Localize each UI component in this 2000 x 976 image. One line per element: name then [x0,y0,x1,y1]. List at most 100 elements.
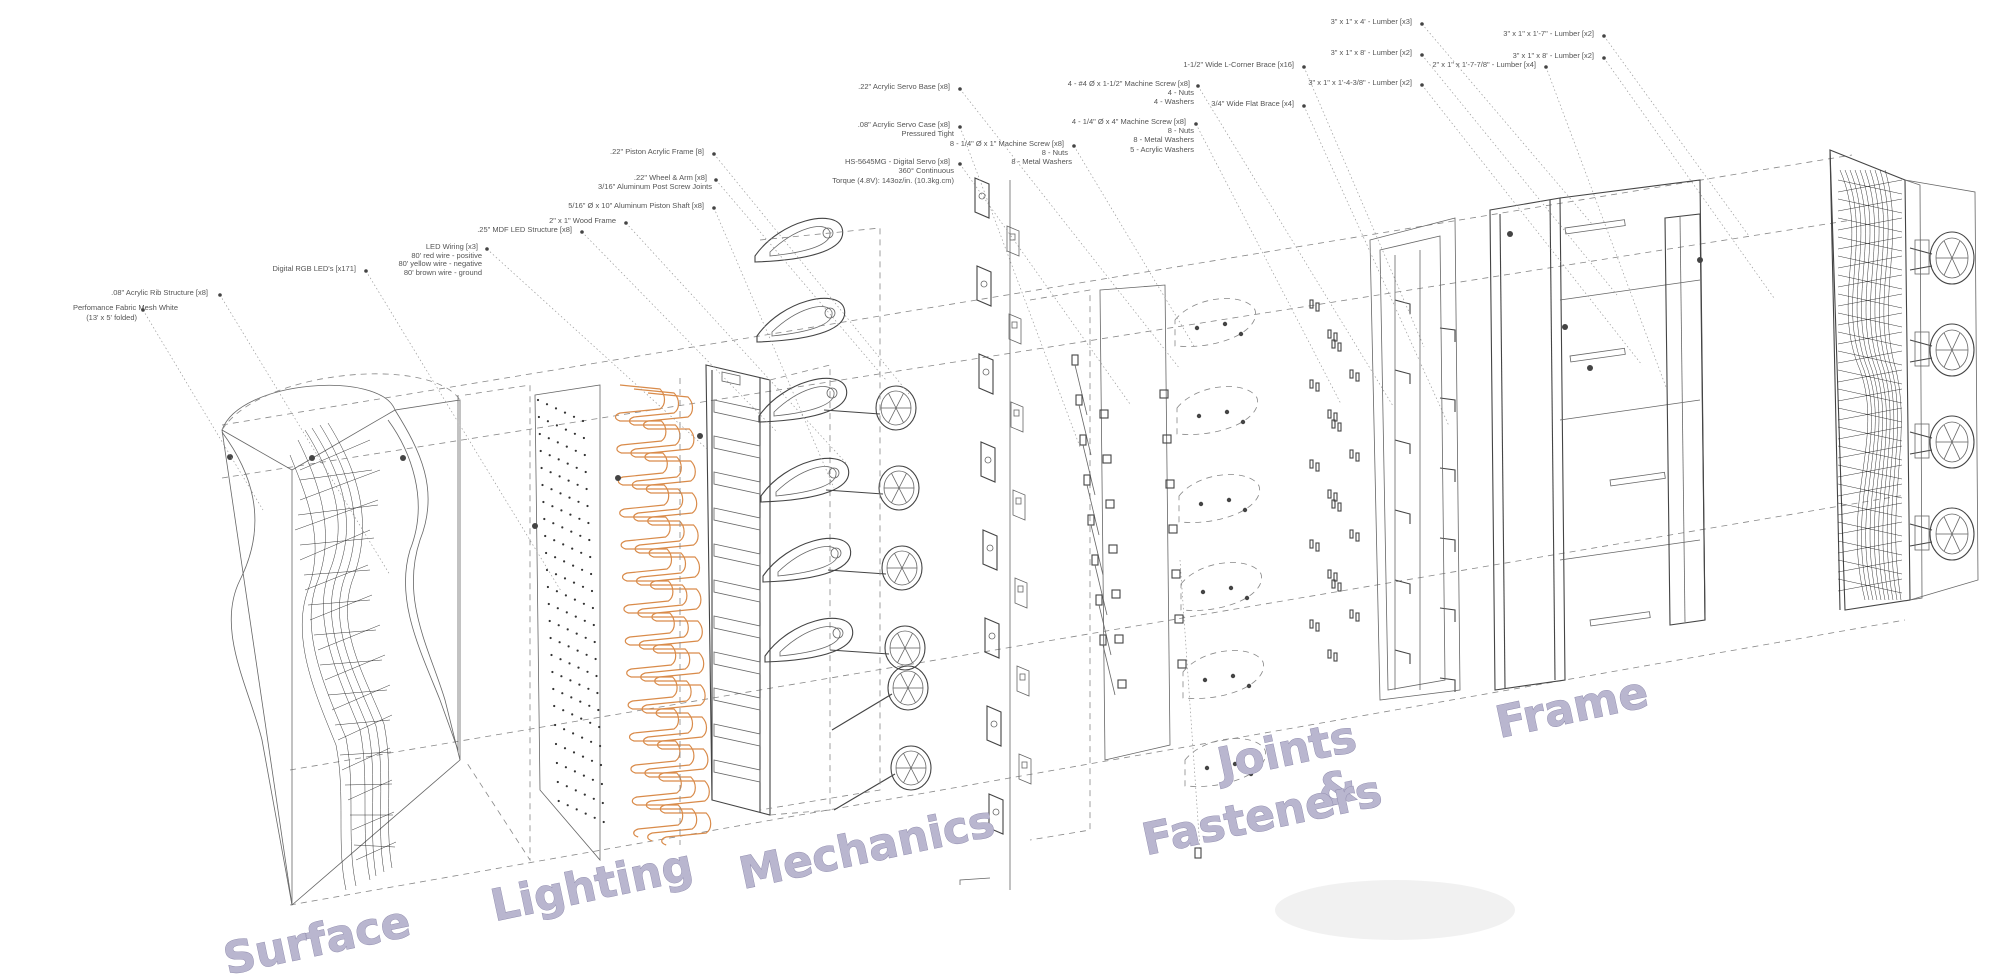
section-title: Surface [219,896,415,976]
callout-dot [580,230,584,234]
callout-dot [1420,22,1424,26]
servo-bases [974,177,1091,890]
callout-label: .22" Acrylic Servo Base [x8] [858,82,950,91]
callout-label: 3" x 1" x 1'-7" - Lumber [x2] [1503,29,1594,38]
callout-label: 3/4" Wide Flat Brace [x4] [1211,99,1294,108]
callout-label: 4 - Nuts [1168,88,1195,97]
callout-label: 8 - Nuts [1168,126,1195,135]
callout-dot [697,433,703,439]
callout-dot [1544,65,1548,69]
callout-dot [485,247,489,251]
callout-dot [1196,84,1200,88]
callout-label: 80' brown wire - ground [404,268,482,277]
callout-label: 4 - Washers [1154,97,1194,106]
callout-label: 8 - Nuts [1042,148,1069,157]
leader-line [142,309,264,511]
callout-label: 8 - Metal Washers [1011,157,1072,166]
leader-line [486,248,708,450]
leader-line [219,294,391,576]
callout-dot [615,475,621,481]
callout-label: Perfomance Fabric Mesh White [73,303,178,312]
callout-labels: Perfomance Fabric Mesh White(13' x 5' fo… [73,17,1606,322]
leader-line [581,231,778,433]
piston-assemblies [754,217,991,885]
callout-label: .22" Piston Acrylic Frame [8] [610,147,704,156]
callout-label: .08" Acrylic Rib Structure [x8] [111,288,208,297]
surface-assembly [221,373,461,906]
callout-dot [1420,83,1424,87]
section-title: Lighting [486,840,697,932]
callout-dot [1507,231,1513,237]
callout-dot [1697,257,1703,263]
leader-line [1195,123,1342,405]
callout-label: 3" x 1" x 1'-4-3/8" - Lumber [x2] [1308,78,1412,87]
leader-line [715,179,887,381]
led-grid [534,384,605,862]
joint-fasteners [1174,298,1456,787]
leader-line [959,88,1181,370]
callout-dot [1194,122,1198,126]
callout-dot [141,308,145,312]
floor-shadow [1275,880,1515,940]
callout-label: 360° Continuous [898,166,954,175]
leader-line [1421,84,1643,366]
leader-line [959,126,1081,448]
callout-label: 8 - 1/4" Ø x 1" Machine Screw [x8] [950,139,1064,148]
callout-label: 3" x 1" x 8' - Lumber [x2] [1513,51,1594,60]
callout-dot [1420,53,1424,57]
callout-dot [400,455,406,461]
callout-label: 80' red wire - positive [411,251,482,260]
callout-label: 1-1/2" Wide L-Corner Brace [x16] [1183,60,1294,69]
envelope-guides [221,154,1906,906]
callout-label: 4 - 1/4" Ø x 4" Machine Screw [x8] [1072,117,1186,126]
callout-label: 3" x 1" x 8' - Lumber [x2] [1331,48,1412,57]
leader-line [1603,35,1750,237]
callout-dot [227,454,233,460]
callout-dot [309,455,315,461]
callout-dot [1602,56,1606,60]
callout-dot [712,152,716,156]
callout-label: .25" MDF LED Structure [x8] [477,225,572,234]
leader-line [1197,85,1394,407]
callout-dot [958,87,962,91]
callout-dot [218,293,222,297]
callout-dot [1302,104,1306,108]
callout-dot [1587,365,1593,371]
machine-screws [1071,284,1202,859]
callout-label: 5 - Acrylic Washers [1130,145,1194,154]
callout-label: 2" x 1" x 1'-7-7/8" - Lumber [x4] [1432,60,1536,69]
callout-label: 80' yellow wire - negative [398,259,482,268]
callout-dot [1072,144,1076,148]
callout-dot [712,206,716,210]
leader-line [1545,66,1667,388]
mdf-led-structure [705,364,831,816]
leader-line [959,163,1131,405]
callout-label: 3" x 1" x 4' - Lumber [x3] [1331,17,1412,26]
callout-label: LED Wiring [x3] [426,242,478,251]
frame-assembly [1369,179,1706,701]
callout-label: 3/16" Aluminum Post Screw Joints [598,182,712,191]
callout-label: .08" Acrylic Servo Case [x8] [858,120,950,129]
callout-dot [714,178,718,182]
callout-label: HS-5645MG - Digital Servo [x8] [845,157,950,166]
callout-dot [1602,34,1606,38]
leader-line [713,207,835,489]
leader-line [1603,57,1775,299]
callout-label: Digital RGB LED's [x171] [272,264,356,273]
acrylic-rib-structure [387,384,531,862]
section-title: Mechanics [735,796,999,900]
callout-dot [532,523,538,529]
callout-dot [1302,65,1306,69]
callout-dot [958,125,962,129]
leader-line [1421,54,1618,296]
callout-label: 2" x 1" Wood Frame [549,216,616,225]
section-title: & [1313,760,1361,818]
surface-mesh [289,422,397,891]
callout-label: 4 - #4 Ø x 1-1/2" Machine Screw [x8] [1068,79,1190,88]
leader-line [365,270,562,592]
callout-dot [1562,324,1568,330]
led-wiring [614,378,712,846]
callout-label: 5/16" Ø x 10" Aluminum Piston Shaft [x8] [568,201,704,210]
callout-label: Pressured Tight [901,129,954,138]
